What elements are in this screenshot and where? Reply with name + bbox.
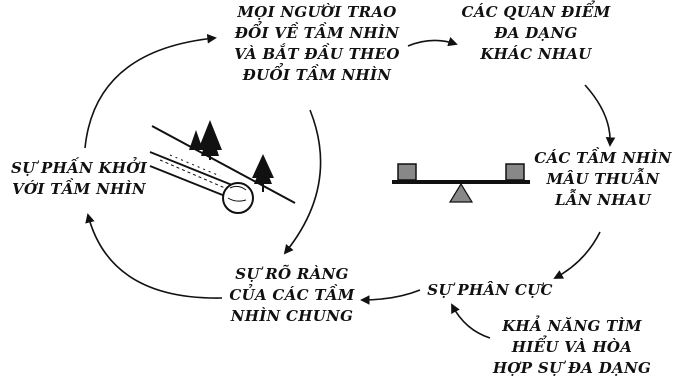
node-excitement-line: SỰ PHẤN KHỞI xyxy=(10,159,148,177)
arrow-polarization-to-clarity xyxy=(360,289,421,305)
node-clarity-line: CỦA CÁC TẦM xyxy=(229,286,355,304)
node-exchange-vision: MỌI NGƯỜI TRAO ĐỔI VỀ TẦM NHÌN VÀ BẮT ĐẦ… xyxy=(222,2,412,86)
node-ability-line: KHẢ NĂNG TÌM xyxy=(502,317,642,335)
node-conflicting-visions-line: MÂU THUẪN xyxy=(546,170,660,188)
node-ability-line: HIỂU VÀ HÒA xyxy=(511,338,633,356)
balance-seesaw-icon xyxy=(392,163,530,203)
node-ability-line: HỢP SỰ ĐA DẠNG xyxy=(492,359,652,377)
snowball-slope-icon xyxy=(149,120,296,214)
node-conflicting-visions-line: LẪN NHAU xyxy=(554,191,652,209)
arrow-clarity-to-excitement xyxy=(85,213,223,299)
node-diverse-views-line: ĐA DẠNG xyxy=(494,24,578,42)
node-excitement-line: VỚI TẦM NHÌN xyxy=(12,180,146,198)
node-clarity-line: SỰ RÕ RÀNG xyxy=(235,265,349,283)
arrow-top-to-diverse xyxy=(407,37,458,47)
arrow-diverse-to-conflict xyxy=(584,84,616,147)
arrow-conflict-to-polarization xyxy=(553,231,601,279)
arrow-ability-to-polarization xyxy=(451,303,491,339)
node-exchange-vision-line: MỌI NGƯỜI TRAO xyxy=(237,3,397,21)
arrow-excitement-to-top xyxy=(84,33,217,149)
node-exchange-vision-line: ĐỔI VỀ TẦM NHÌN xyxy=(234,24,400,42)
arrow-top-to-clarity xyxy=(283,109,322,255)
node-polarization-line: SỰ PHÂN CỰC xyxy=(427,281,553,299)
node-conflicting-visions-line: CÁC TẦM NHÌN xyxy=(534,149,672,167)
node-exchange-vision-line: ĐUỔI TẦM NHÌN xyxy=(242,66,392,84)
node-exchange-vision-line: VÀ BẮT ĐẦU THEO xyxy=(234,45,400,63)
node-conflicting-visions: CÁC TẦM NHÌN MÂU THUẪN LẪN NHAU xyxy=(528,148,678,211)
node-ability-understand-diversity: KHẢ NĂNG TÌM HIỂU VÀ HÒA HỢP SỰ ĐA DẠNG xyxy=(482,316,662,379)
node-diverse-views-line: CÁC QUAN ĐIỂM xyxy=(461,3,611,21)
node-diverse-views: CÁC QUAN ĐIỂM ĐA DẠNG KHÁC NHAU xyxy=(456,2,616,65)
node-excitement-vision: SỰ PHẤN KHỞI VỚI TẦM NHÌN xyxy=(4,158,154,200)
node-diverse-views-line: KHÁC NHAU xyxy=(480,45,592,63)
node-polarization: SỰ PHÂN CỰC xyxy=(420,280,560,301)
node-clarity-shared-vision: SỰ RÕ RÀNG CỦA CÁC TẦM NHÌN CHUNG xyxy=(222,264,362,327)
node-clarity-line: NHÌN CHUNG xyxy=(230,307,354,325)
